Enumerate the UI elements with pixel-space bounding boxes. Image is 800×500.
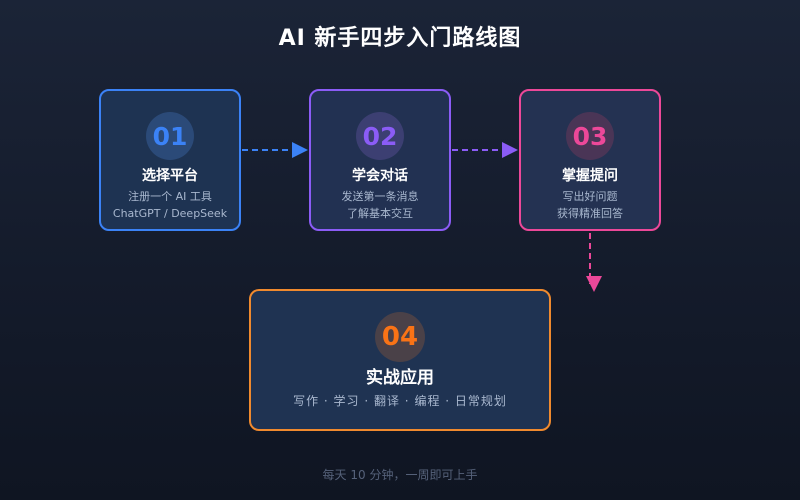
step-title: 掌握提问 (562, 168, 618, 184)
step-title: 学会对话 (352, 168, 408, 184)
step-card-02: 02 学会对话 发送第一条消息 了解基本交互 (309, 89, 451, 231)
step-number-badge: 02 (356, 112, 404, 160)
step-description-line: 写作 · 学习 · 翻译 · 编程 · 日常规划 (293, 394, 507, 408)
step-number-badge: 04 (375, 312, 425, 362)
step-title: 实战应用 (366, 368, 434, 388)
step-card-01: 01 选择平台 注册一个 AI 工具 ChatGPT / DeepSeek (99, 89, 241, 231)
page-title: AI 新手四步入门路线图 (278, 26, 522, 51)
step-description-line: 注册一个 AI 工具 (128, 190, 212, 203)
step-number-badge: 01 (146, 112, 194, 160)
step-description-line: ChatGPT / DeepSeek (112, 207, 228, 220)
step-description-line: 获得精准回答 (557, 207, 623, 220)
step-card-03: 03 掌握提问 写出好问题 获得精准回答 (519, 89, 661, 231)
step-description-line: 发送第一条消息 (341, 190, 419, 203)
step-description-line: 写出好问题 (562, 190, 618, 203)
step-number-badge: 03 (566, 112, 614, 160)
footer-note: 每天 10 分钟，一周即可上手 (322, 468, 478, 482)
step-card-04: 04 实战应用 写作 · 学习 · 翻译 · 编程 · 日常规划 (249, 289, 551, 431)
step-description-line: 了解基本交互 (347, 207, 413, 220)
step-title: 选择平台 (142, 168, 198, 184)
